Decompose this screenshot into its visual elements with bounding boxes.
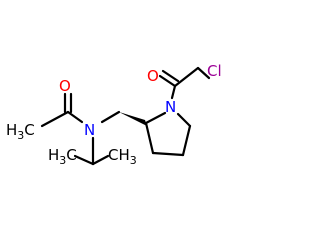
methyl-bottom-right-label: CH3 — [108, 146, 137, 167]
acetyl-oxygen-label: O — [59, 77, 71, 95]
wedge-bond — [119, 112, 147, 126]
bond-methyl-carbonyl — [40, 110, 70, 128]
bond-isopropyl-methyl-right — [91, 154, 110, 166]
bond-carbonyl-ch2 — [173, 66, 200, 88]
molecule-structure: O N N O Cl H3C H3C CH3 — [6, 62, 222, 167]
chlorine-label: Cl — [207, 62, 222, 80]
bond-ketone-oxygen-2 — [161, 69, 180, 83]
bond-amide-n-methylene — [100, 110, 121, 124]
ring-bond-c5-n — [176, 112, 192, 128]
ketone-oxygen-label: O — [147, 67, 159, 85]
ring-bond-c3-c4 — [151, 151, 185, 157]
atom-labels: O N N O Cl H3C H3C CH3 — [6, 62, 222, 167]
bond-ch2-chlorine — [196, 66, 211, 80]
amide-nitrogen-label: N — [84, 121, 95, 139]
methyl-bottom-left-label: H3C — [48, 146, 77, 167]
bond-ring-n-carbonyl — [170, 84, 177, 100]
bond-ketone-oxygen-1 — [158, 74, 177, 88]
bonds — [40, 66, 211, 166]
methyl-left-label: H3C — [6, 121, 35, 142]
ring-bond-c4-c5 — [181, 124, 192, 157]
ring-bond-n-stereocenter — [144, 111, 167, 125]
ring-bond-stereocenter-c3 — [144, 121, 155, 155]
bond-isopropyl-methyl-left — [73, 154, 95, 166]
ring-nitrogen-label: N — [165, 98, 176, 116]
bond-carbonyl-amide-n — [66, 110, 84, 124]
